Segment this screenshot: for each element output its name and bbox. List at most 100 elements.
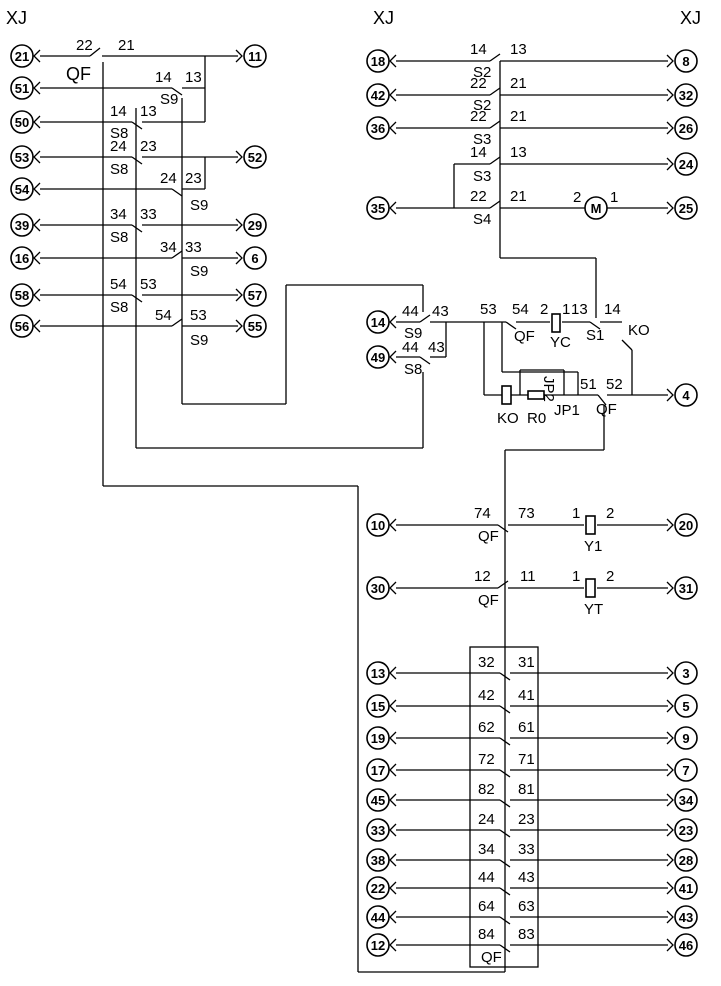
left-header: XJ xyxy=(6,8,27,28)
svg-text:42: 42 xyxy=(371,88,385,103)
contact-label-a: 62 xyxy=(478,719,495,736)
svg-text:52: 52 xyxy=(248,150,262,165)
coil-terminals: 10 20 30 31 xyxy=(366,513,698,600)
contact-label-a: 14 xyxy=(110,103,127,120)
contact-label-a: 82 xyxy=(478,781,495,798)
terminal-26: 26 xyxy=(666,116,698,140)
relay-label: KO xyxy=(497,410,519,427)
terminal-5: 5 xyxy=(666,694,698,718)
svg-text:33: 33 xyxy=(371,823,385,838)
contact-label-b: 52 xyxy=(606,376,623,393)
terminal-18: 18 xyxy=(366,49,397,73)
middle-labels: 44 43 S9 44 43 S8 53 54 QF 2 1 YC 13 14 … xyxy=(402,301,650,427)
svg-text:26: 26 xyxy=(679,121,693,136)
device-label: S9 xyxy=(190,263,208,280)
svg-text:36: 36 xyxy=(371,121,385,136)
coil-row-yt: 12 11 QF 1 2 YT xyxy=(396,568,668,618)
box-rows xyxy=(396,672,668,953)
terminal-57: 57 xyxy=(235,283,267,307)
svg-text:41: 41 xyxy=(679,881,693,896)
contact-label-a: 14 xyxy=(470,144,487,161)
left-wires xyxy=(40,47,505,973)
terminal-58: 58 xyxy=(10,283,41,307)
svg-text:58: 58 xyxy=(15,288,29,303)
terminal-49: 49 xyxy=(366,345,397,369)
contact-label-b: 43 xyxy=(432,303,449,320)
terminal-53: 53 xyxy=(10,145,41,169)
contact-label-b: 11 xyxy=(520,568,536,585)
device-label: S9 xyxy=(190,332,208,349)
contact-label-a: 42 xyxy=(478,687,495,704)
motor-pin-b: 1 xyxy=(610,189,618,206)
device-label: QF xyxy=(514,328,535,345)
svg-text:29: 29 xyxy=(248,218,262,233)
svg-text:18: 18 xyxy=(371,54,385,69)
device-label: S9 xyxy=(190,197,208,214)
terminal-7: 7 xyxy=(666,758,698,782)
svg-text:54: 54 xyxy=(15,182,30,197)
left-terminals: 21 11 51 50 53 52 54 39 29 16 6 58 57 56… xyxy=(10,44,267,338)
contact-label-b: 43 xyxy=(518,869,535,886)
contact-label-a: 74 xyxy=(474,505,491,522)
terminal-55: 55 xyxy=(235,314,267,338)
coil-row-y1: 74 73 QF 1 2 Y1 xyxy=(396,505,668,555)
contact-label-a: 72 xyxy=(478,751,495,768)
device-label: S8 xyxy=(404,361,422,378)
svg-text:11: 11 xyxy=(248,49,262,64)
device-label: S8 xyxy=(110,299,128,316)
svg-text:7: 7 xyxy=(682,763,689,778)
terminal-25: 25 xyxy=(666,196,698,220)
svg-text:9: 9 xyxy=(682,731,689,746)
contact-label-a: 44 xyxy=(478,869,495,886)
motor-symbol: M xyxy=(591,201,602,216)
terminal-23: 23 xyxy=(666,818,698,842)
terminal-38: 38 xyxy=(366,848,397,872)
middle-terminals: 14 49 4 xyxy=(366,310,698,407)
svg-text:23: 23 xyxy=(679,823,693,838)
contact-label-b: 33 xyxy=(140,206,157,223)
terminal-56: 56 xyxy=(10,314,41,338)
contact-label-b: 23 xyxy=(518,811,535,828)
contact-label-a: 64 xyxy=(478,898,495,915)
contact-label-a: 13 xyxy=(571,301,588,318)
device-label: S2 xyxy=(473,64,491,81)
terminal-16: 16 xyxy=(10,246,41,270)
device-label: S8 xyxy=(110,161,128,178)
contact-label-b: 63 xyxy=(518,898,535,915)
terminal-32: 32 xyxy=(666,83,698,107)
contact-label-b: 23 xyxy=(140,138,157,155)
device-label: S8 xyxy=(110,125,128,142)
terminal-45: 45 xyxy=(366,788,397,812)
contact-label-b: 13 xyxy=(510,144,527,161)
svg-text:35: 35 xyxy=(371,201,385,216)
terminal-44: 44 xyxy=(366,905,397,929)
contact-label-b: 53 xyxy=(190,307,207,324)
svg-text:45: 45 xyxy=(371,793,385,808)
svg-text:56: 56 xyxy=(15,319,29,334)
terminal-22: 22 xyxy=(366,876,397,900)
svg-text:46: 46 xyxy=(679,938,693,953)
terminal-3: 3 xyxy=(666,661,698,685)
contact-label-a: 54 xyxy=(110,276,127,293)
coil-label: Y1 xyxy=(584,538,602,555)
terminal-46: 46 xyxy=(666,933,698,957)
contact-label-b: 41 xyxy=(518,687,535,704)
contact-label-a: 22 xyxy=(470,75,487,92)
svg-text:6: 6 xyxy=(251,251,258,266)
terminal-36: 36 xyxy=(366,116,397,140)
right-top-wires xyxy=(396,53,668,318)
svg-text:20: 20 xyxy=(679,518,693,533)
contact-label-a: 53 xyxy=(480,301,497,318)
svg-text:50: 50 xyxy=(15,115,29,130)
contact-label-a: 14 xyxy=(470,41,487,58)
contact-label-b: 14 xyxy=(604,301,621,318)
device-label: QF xyxy=(596,401,617,418)
svg-text:28: 28 xyxy=(679,853,693,868)
svg-text:4: 4 xyxy=(682,388,690,403)
svg-text:34: 34 xyxy=(679,793,694,808)
device-label: S9 xyxy=(404,325,422,342)
contact-label-a: 14 xyxy=(155,69,172,86)
svg-text:32: 32 xyxy=(679,88,693,103)
contact-label-a: 34 xyxy=(110,206,127,223)
svg-text:17: 17 xyxy=(371,763,385,778)
